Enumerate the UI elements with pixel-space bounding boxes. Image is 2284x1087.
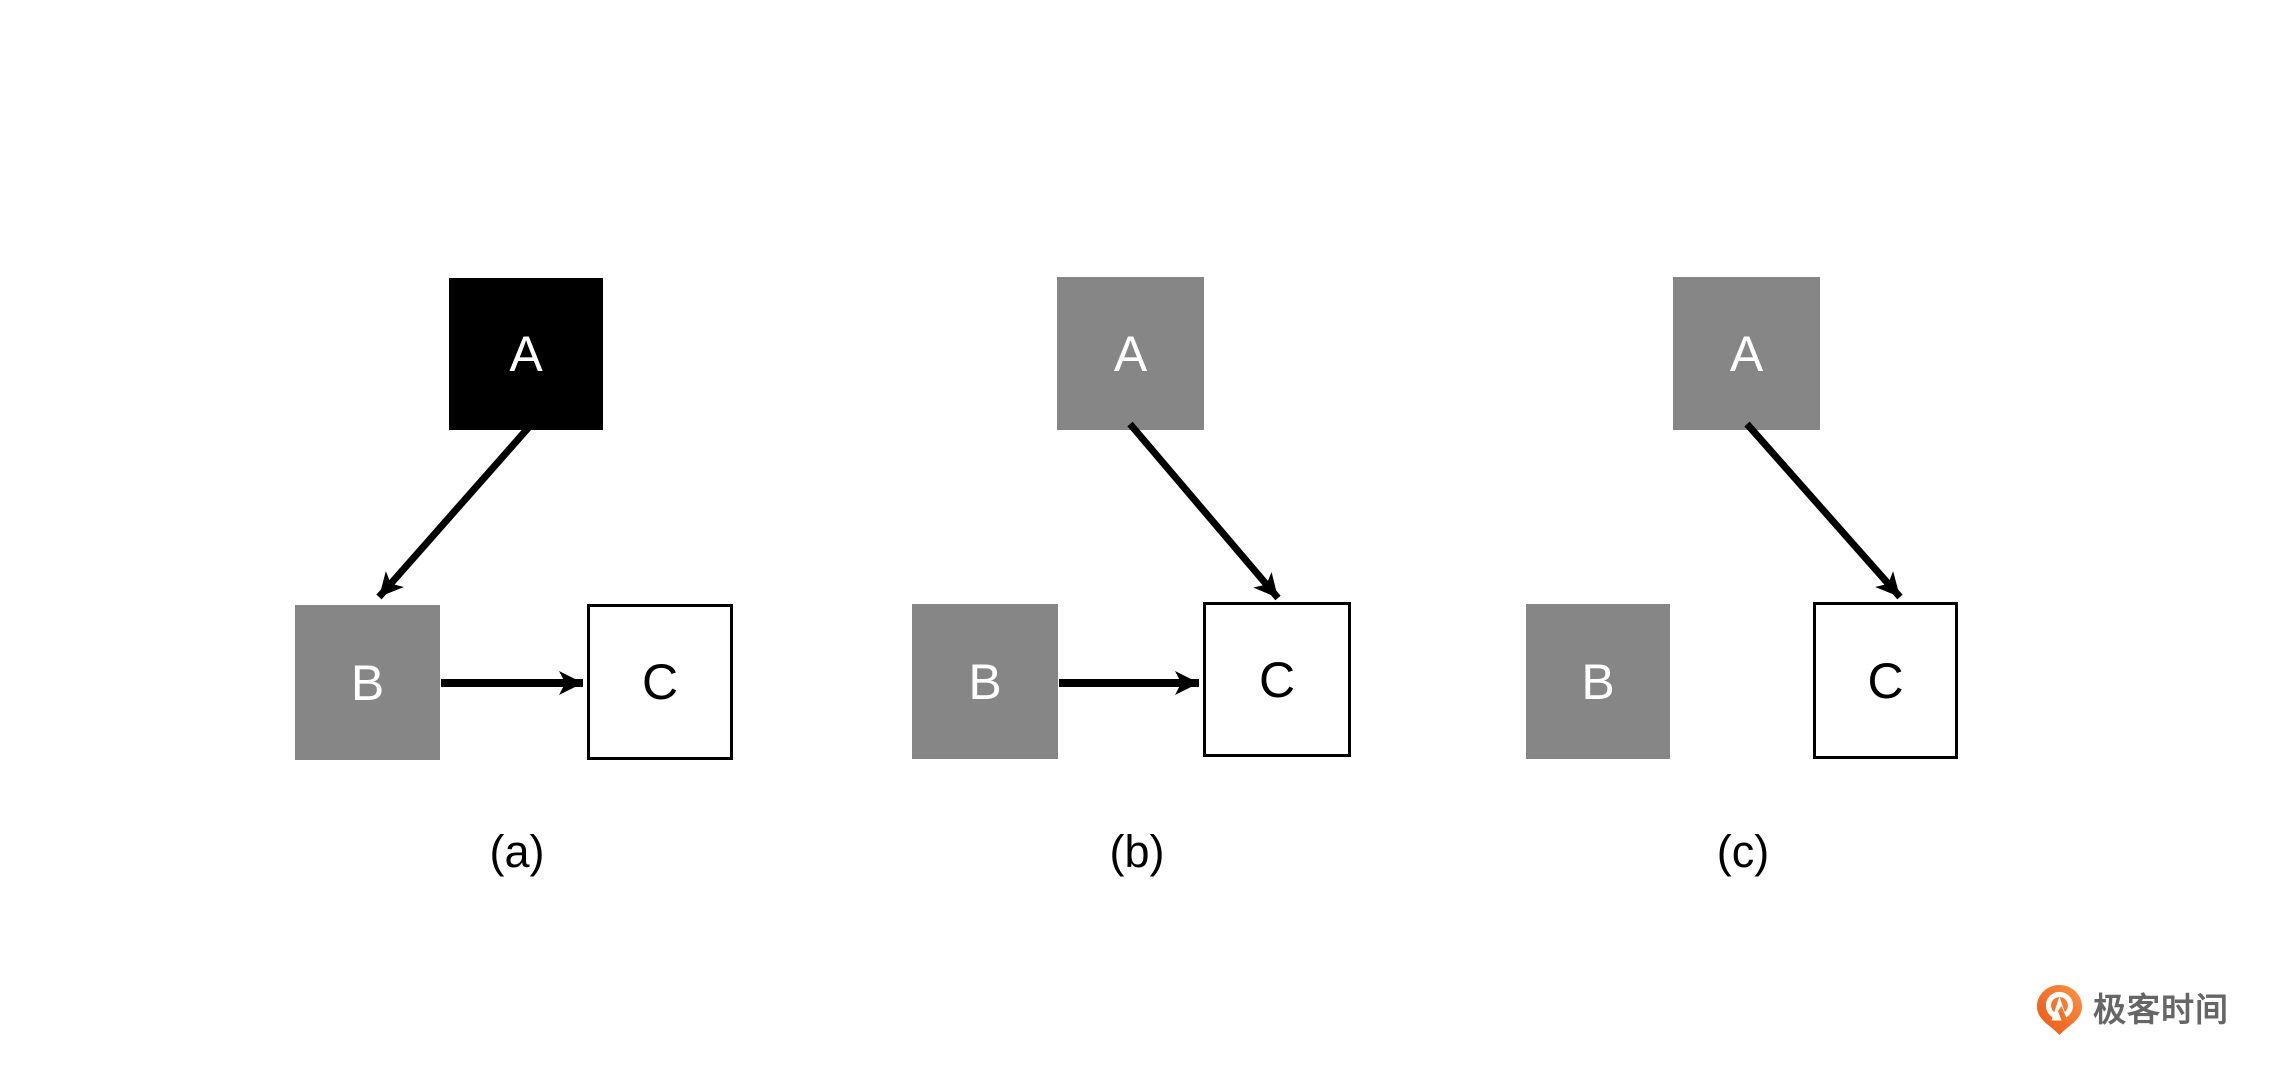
node-c-C: C — [1813, 602, 1958, 759]
node-label: B — [968, 653, 1002, 710]
arrow-b-A-to-C — [1127, 421, 1281, 601]
node-b-C: C — [1203, 602, 1351, 757]
node-label: A — [1113, 325, 1148, 382]
node-label: B — [1581, 653, 1615, 710]
node-a-C: C — [587, 604, 733, 760]
geektime-logo-text: 极客时间 — [2093, 991, 2229, 1028]
node-a-B: B — [295, 605, 440, 760]
panel-a-caption: (a) — [489, 826, 545, 877]
node-c-B: B — [1526, 604, 1670, 759]
node-label: C — [1867, 652, 1904, 709]
panel-c-caption: (c) — [1716, 826, 1770, 877]
node-b-A: A — [1057, 277, 1204, 430]
node-label: A — [1729, 325, 1764, 382]
node-label: C — [641, 654, 679, 710]
node-label: C — [1258, 651, 1296, 708]
node-a-A: A — [449, 278, 603, 430]
arrow-a-A-to-B — [376, 424, 532, 600]
node-label: B — [350, 654, 385, 711]
geektime-pin-icon — [2037, 985, 2082, 1035]
panel-b-caption: (b) — [1109, 826, 1165, 877]
node-c-A: A — [1673, 277, 1820, 430]
arrow-c-A-to-C — [1744, 421, 1903, 600]
geektime-logo: 极客时间 — [2036, 984, 2229, 1036]
node-b-B: B — [912, 604, 1058, 759]
node-label: A — [509, 326, 543, 382]
